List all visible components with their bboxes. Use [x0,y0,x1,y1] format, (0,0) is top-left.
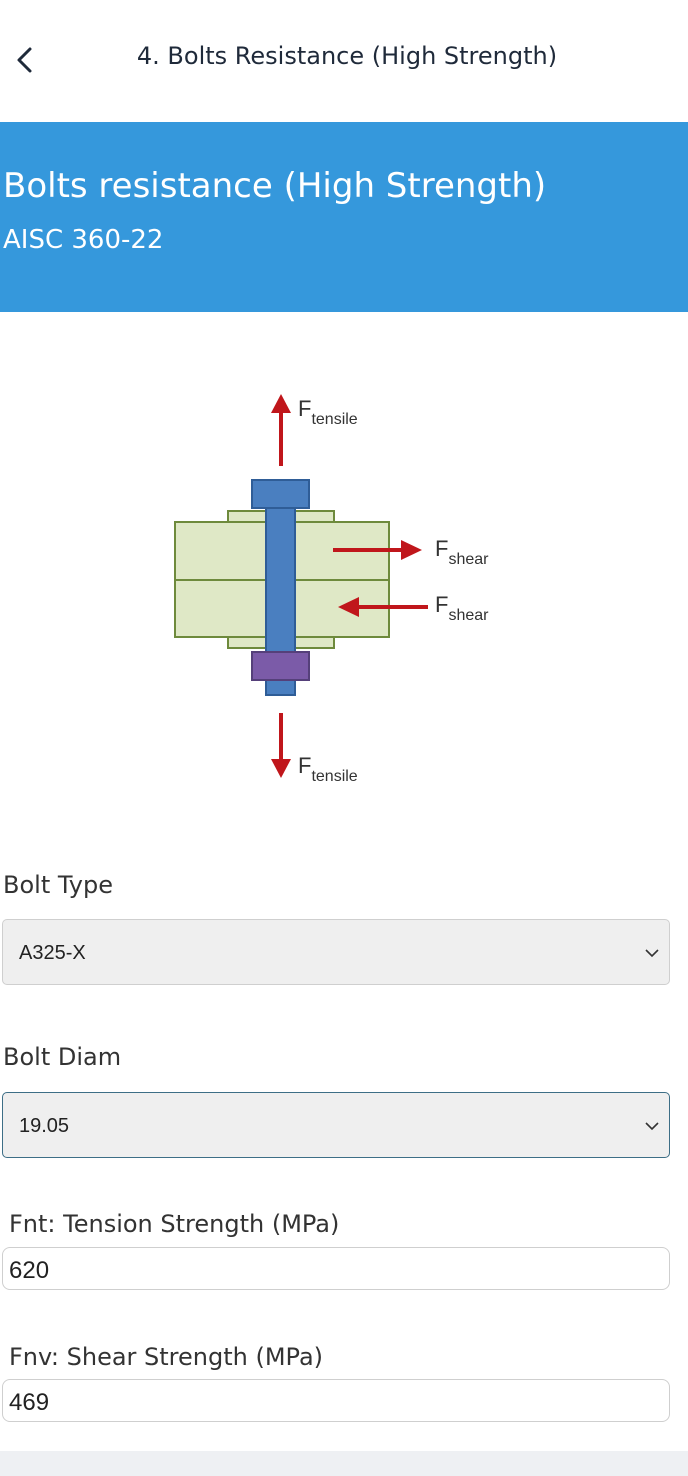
bolt-diam-value: 19.05 [19,1115,70,1137]
shear-strength-value: 469 [9,1389,50,1416]
bolt-diagram: Ftensile Fshear Fshear Ftensile [174,394,489,785]
tension-strength-label: Fnt: Tension Strength (MPa) [9,1210,340,1238]
shear-strength-input[interactable]: 469 [2,1379,670,1422]
tensile-arrow-top [271,394,291,466]
chevron-down-icon [645,949,659,958]
shear-label-upper: Fshear [435,536,489,568]
banner-subtitle: AISC 360-22 [3,225,164,255]
shear-strength-label: Fnv: Shear Strength (MPa) [9,1343,324,1371]
shear-arrow-right [333,540,422,560]
bolt-type-value: A325-X [19,942,86,964]
banner-title: Bolts resistance (High Strength) [3,166,547,206]
bolt-diam-label: Bolt Diam [3,1043,122,1071]
shear-label-lower: Fshear [435,592,489,624]
tensile-label-bottom: Ftensile [298,753,358,785]
bottom-panel [0,1451,688,1476]
back-button[interactable] [8,38,48,82]
shear-arrow-left [338,597,428,617]
bolt-type-select[interactable]: A325-X [2,919,670,985]
bolt-type-label: Bolt Type [3,871,113,899]
tensile-arrow-bottom [271,713,291,778]
top-bar: 4. Bolts Resistance (High Strength) [0,0,688,122]
tension-strength-value: 620 [9,1257,50,1284]
chevron-down-icon [645,1122,659,1131]
page-title: 4. Bolts Resistance (High Strength) [136,42,558,70]
tensile-label-top: Ftensile [298,396,358,428]
bolt-diam-select[interactable]: 19.05 [2,1092,670,1158]
bolt-nut [251,651,310,681]
header-banner: Bolts resistance (High Strength) AISC 36… [0,122,688,312]
bolt-head [251,479,310,509]
tension-strength-input[interactable]: 620 [2,1247,670,1290]
chevron-left-icon [17,47,32,73]
